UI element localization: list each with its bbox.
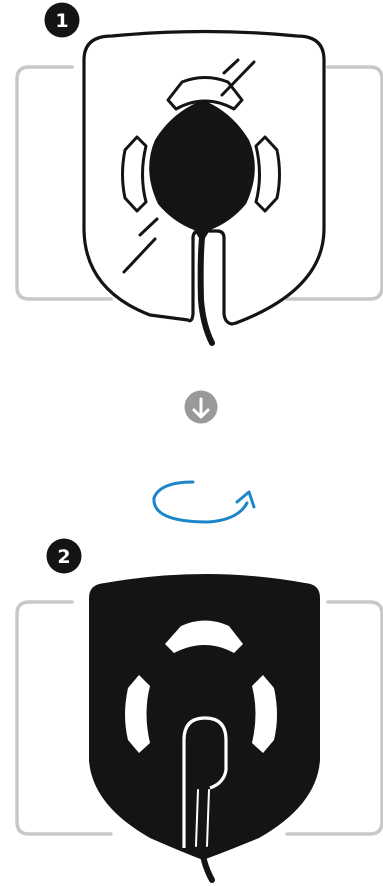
- step-2-number: 2: [57, 546, 70, 568]
- step-1-panel: [17, 32, 382, 344]
- rotate-flip-icon: [154, 482, 254, 522]
- arrow-down-icon: [185, 391, 218, 424]
- step-2-panel: [17, 574, 382, 880]
- step-2-badge: 2: [47, 539, 82, 574]
- step-1-number: 1: [55, 10, 68, 32]
- step-1-badge: 1: [45, 3, 80, 38]
- step-1-sensor-puck: [149, 100, 255, 240]
- step-1-cable: [201, 238, 212, 343]
